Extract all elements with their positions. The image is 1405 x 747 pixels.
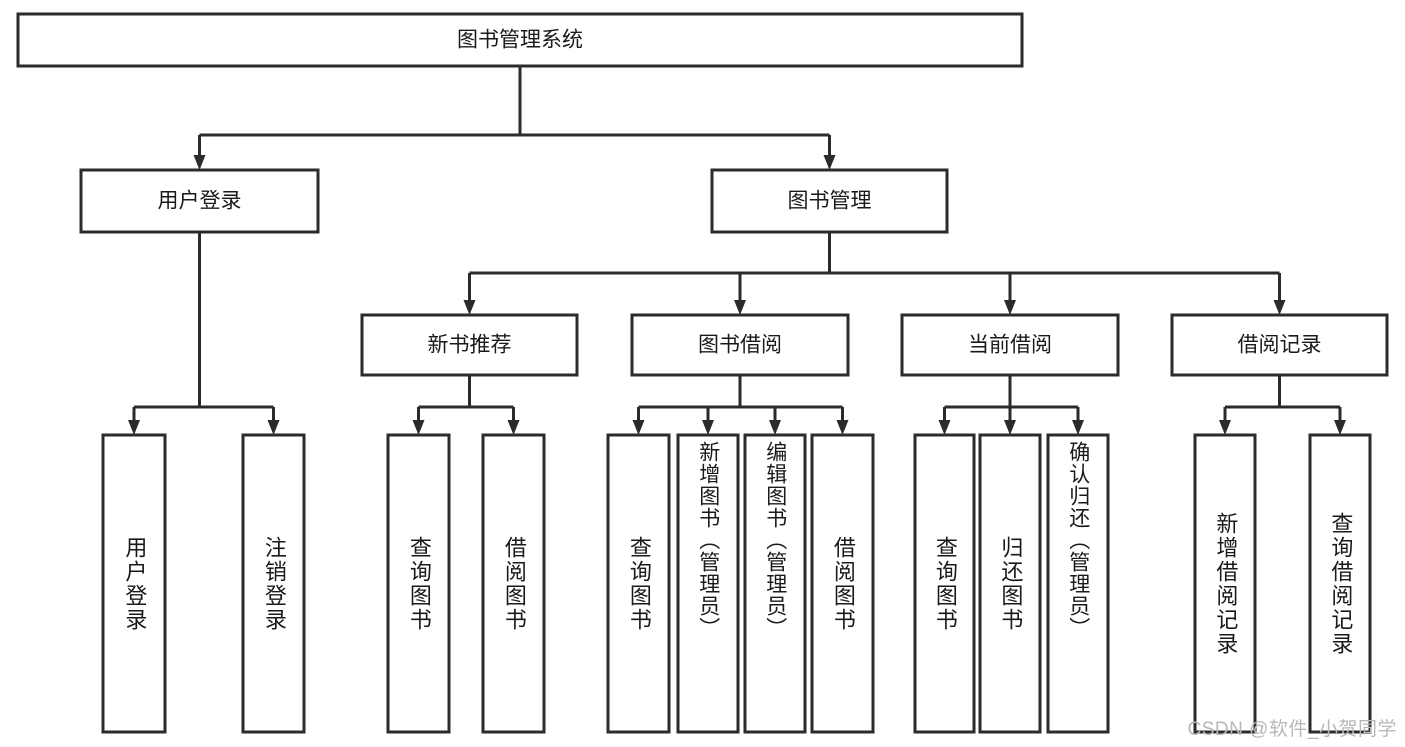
node-rect — [630, 313, 850, 377]
node-rect — [913, 433, 976, 734]
level3-node-1[interactable]: 图书借阅 — [630, 313, 850, 377]
node-rect — [978, 433, 1042, 734]
arrow-head-icon — [702, 420, 714, 435]
node-label: 新书推荐 — [428, 334, 512, 357]
leaf-node-3[interactable] — [481, 433, 546, 734]
arrow-head-icon — [1004, 420, 1016, 435]
leaf-node-11[interactable] — [1193, 433, 1257, 734]
leaf-node-8[interactable] — [913, 433, 976, 734]
node-label: 借阅记录 — [1238, 334, 1322, 357]
level3-node-3[interactable]: 借阅记录 — [1170, 313, 1389, 377]
node-rect — [1046, 433, 1110, 734]
leaf-node-1[interactable] — [241, 433, 306, 734]
arrow-head-icon — [769, 420, 781, 435]
arrow-head-icon — [823, 155, 836, 170]
arrow-head-icon — [938, 420, 951, 435]
leaf-node-4[interactable] — [606, 433, 671, 734]
node-rect — [1193, 433, 1257, 734]
arrow-head-icon — [267, 420, 280, 435]
arrow-head-icon — [1219, 420, 1231, 435]
node-rect — [900, 313, 1120, 377]
level3-node-0[interactable]: 新书推荐 — [360, 313, 579, 377]
node-rect — [79, 168, 320, 234]
leaf-node-10[interactable] — [1046, 433, 1110, 734]
arrow-head-icon — [412, 420, 425, 435]
watermark: CSDN @软件_小贺同学 — [1187, 719, 1397, 740]
arrow-head-icon — [463, 300, 476, 315]
node-rect — [743, 433, 807, 734]
node-label: 图书借阅 — [698, 334, 782, 357]
arrow-head-icon — [128, 420, 140, 435]
edge-layer — [128, 66, 1346, 435]
leaf-node-7[interactable] — [810, 433, 875, 734]
arrow-head-icon — [734, 300, 746, 315]
node-rect — [1170, 313, 1389, 377]
root-node[interactable]: 图书管理系统 — [16, 12, 1024, 68]
node-rect — [710, 168, 949, 234]
level3-node-2[interactable]: 当前借阅 — [900, 313, 1120, 377]
level2-node-1[interactable]: 图书管理 — [710, 168, 949, 234]
node-rect — [1308, 433, 1372, 734]
node-rect — [16, 12, 1024, 68]
node-label: 用户登录 — [158, 190, 242, 213]
node-rect — [481, 433, 546, 734]
level2-node-0[interactable]: 用户登录 — [79, 168, 320, 234]
leaf-node-0[interactable] — [101, 433, 167, 734]
node-label: 图书管理 — [788, 190, 872, 213]
node-rect — [810, 433, 875, 734]
arrow-head-icon — [1334, 420, 1346, 435]
node-rect — [386, 433, 451, 734]
arrow-head-icon — [507, 420, 520, 435]
leaf-node-12[interactable] — [1308, 433, 1372, 734]
node-rect — [241, 433, 306, 734]
node-rect — [360, 313, 579, 377]
node-rect — [676, 433, 740, 734]
leaf-node-2[interactable] — [386, 433, 451, 734]
arrow-head-icon — [1072, 420, 1084, 435]
leaf-node-5[interactable] — [676, 433, 740, 734]
node-rect — [101, 433, 167, 734]
arrow-head-icon — [193, 155, 206, 170]
node-label: 当前借阅 — [968, 334, 1052, 357]
arrow-head-icon — [1004, 300, 1016, 315]
arrow-head-icon — [1273, 300, 1286, 315]
node-label: 图书管理系统 — [457, 29, 583, 52]
arrow-head-icon — [632, 420, 645, 435]
leaf-node-6[interactable] — [743, 433, 807, 734]
node-rect — [606, 433, 671, 734]
leaf-node-9[interactable] — [978, 433, 1042, 734]
arrow-head-icon — [836, 420, 849, 435]
